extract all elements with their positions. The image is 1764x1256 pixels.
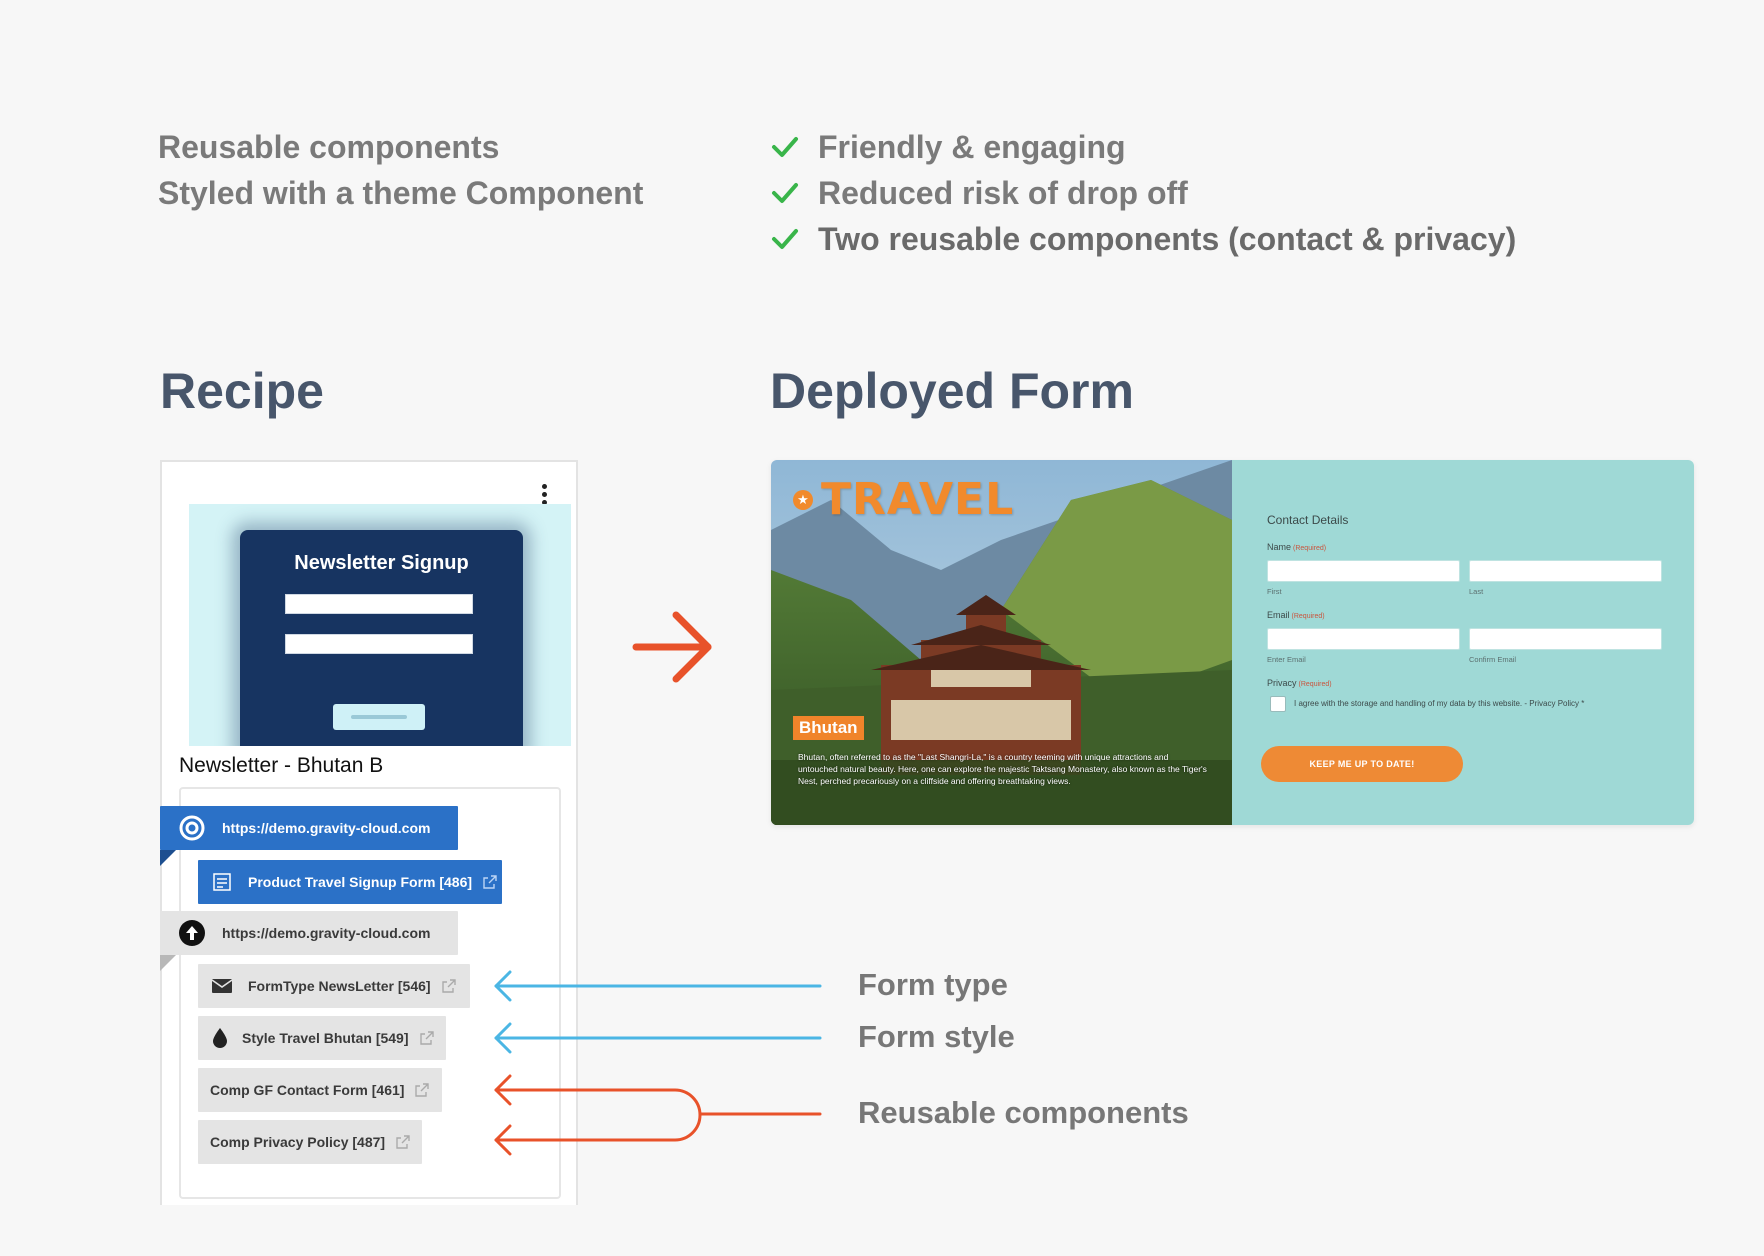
recipe-item-label: Product Travel Signup Form [486] (248, 874, 473, 890)
external-link-icon[interactable] (419, 1030, 435, 1046)
privacy-label: Privacy(Required) (1267, 678, 1332, 688)
recipe-item-label: Style Travel Bhutan [549] (242, 1030, 409, 1046)
intro-line: Styled with a theme Component (158, 175, 644, 211)
recipe-item-label: Comp GF Contact Form [461] (210, 1082, 405, 1098)
recipe-components-panel (179, 787, 561, 1199)
benefit-list: Friendly & engaging Reduced risk of drop… (770, 124, 1516, 262)
envelope-icon (208, 972, 236, 1000)
recipe-item-form-type[interactable]: FormType NewsLetter [546] (198, 964, 470, 1008)
check-icon (772, 183, 798, 203)
recipe-item-product-form[interactable]: Product Travel Signup Form [486] (198, 860, 502, 904)
landscape-illustration (771, 460, 1232, 825)
benefit-item: Reduced risk of drop off (770, 170, 1516, 216)
contact-form: Contact Details Name(Required) First Las… (1232, 460, 1694, 825)
place-badge: Bhutan (793, 716, 864, 740)
recipe-item-label: https://demo.gravity-cloud.com (222, 925, 431, 941)
confirm-email-sublabel: Confirm Email (1469, 655, 1517, 664)
bhutan-photo: ★ TRAVEL Bhutan Bhutan, often referred t… (771, 460, 1232, 825)
deployed-form-heading: Deployed Form (770, 363, 1134, 419)
check-icon (772, 137, 798, 157)
form-icon (208, 868, 236, 896)
first-name-input[interactable] (1267, 560, 1460, 582)
annotation-form-type: Form type (858, 967, 1008, 1002)
recipe-item-contact-component[interactable]: Comp GF Contact Form [461] (198, 1068, 442, 1112)
check-icon (772, 229, 798, 249)
recipe-heading: Recipe (160, 363, 324, 419)
name-label: Name(Required) (1267, 542, 1327, 552)
recipe-card: Newsletter Signup Newsletter - Bhutan B … (160, 460, 578, 1205)
external-link-icon[interactable] (441, 978, 457, 994)
travel-brand: ★ TRAVEL (793, 474, 1014, 525)
intro-text: Reusable components Styled with a theme … (158, 124, 643, 216)
benefit-text: Two reusable components (contact & priva… (818, 220, 1517, 257)
privacy-consent-text: I agree with the storage and handling of… (1294, 699, 1585, 708)
recipe-title: Newsletter - Bhutan B (179, 754, 384, 777)
external-link-icon[interactable] (395, 1134, 411, 1150)
droplet-icon (206, 1024, 234, 1052)
thumbnail-button (333, 704, 425, 730)
annotation-form-style: Form style (858, 1019, 1015, 1054)
more-options-icon[interactable] (542, 484, 548, 508)
external-link-icon[interactable] (414, 1082, 430, 1098)
thumbnail-form-preview: Newsletter Signup (240, 530, 523, 746)
thumbnail-field (285, 634, 473, 654)
recipe-item-label: https://demo.gravity-cloud.com (222, 820, 431, 836)
recipe-item-form-style[interactable]: Style Travel Bhutan [549] (198, 1016, 446, 1060)
recipe-item-privacy-component[interactable]: Comp Privacy Policy [487] (198, 1120, 422, 1164)
confirm-email-input[interactable] (1469, 628, 1662, 650)
last-name-input[interactable] (1469, 560, 1662, 582)
last-name-sublabel: Last (1469, 587, 1484, 596)
travel-logo-text: TRAVEL (821, 474, 1015, 525)
form-section-title: Contact Details (1267, 513, 1349, 527)
upload-icon (178, 919, 206, 947)
privacy-policy-mark: * (1581, 699, 1585, 708)
star-icon: ★ (793, 489, 813, 510)
thumbnail-title: Newsletter Signup (294, 552, 469, 574)
privacy-checkbox[interactable] (1270, 696, 1286, 712)
pill-fold (160, 850, 176, 866)
email-sublabel: Enter Email (1267, 655, 1306, 664)
recipe-item-label: Comp Privacy Policy [487] (210, 1134, 386, 1150)
main-arrow-icon (632, 611, 712, 683)
recipe-thumbnail[interactable]: Newsletter Signup (189, 504, 571, 746)
benefit-item: Friendly & engaging (770, 124, 1516, 170)
benefit-item: Two reusable components (contact & priva… (770, 216, 1516, 262)
deployed-form-preview: ★ TRAVEL Bhutan Bhutan, often referred t… (771, 460, 1694, 825)
external-link-icon[interactable] (482, 874, 498, 890)
target-icon (178, 814, 206, 842)
place-description: Bhutan, often referred to as the "Last S… (798, 752, 1207, 786)
benefit-text: Friendly & engaging (818, 128, 1126, 165)
recipe-item-source-url[interactable]: https://demo.gravity-cloud.com (160, 806, 458, 850)
recipe-item-target-url[interactable]: https://demo.gravity-cloud.com (160, 911, 458, 955)
email-input[interactable] (1267, 628, 1460, 650)
first-name-sublabel: First (1267, 587, 1282, 596)
email-label: Email(Required) (1267, 610, 1325, 620)
pill-fold (160, 955, 176, 971)
annotation-reusable-components: Reusable components (858, 1095, 1189, 1130)
benefit-text: Reduced risk of drop off (818, 174, 1188, 211)
intro-line: Reusable components (158, 129, 500, 165)
submit-button[interactable]: KEEP ME UP TO DATE! (1261, 746, 1463, 782)
thumbnail-field (285, 594, 473, 614)
recipe-item-label: FormType NewsLetter [546] (248, 978, 431, 994)
